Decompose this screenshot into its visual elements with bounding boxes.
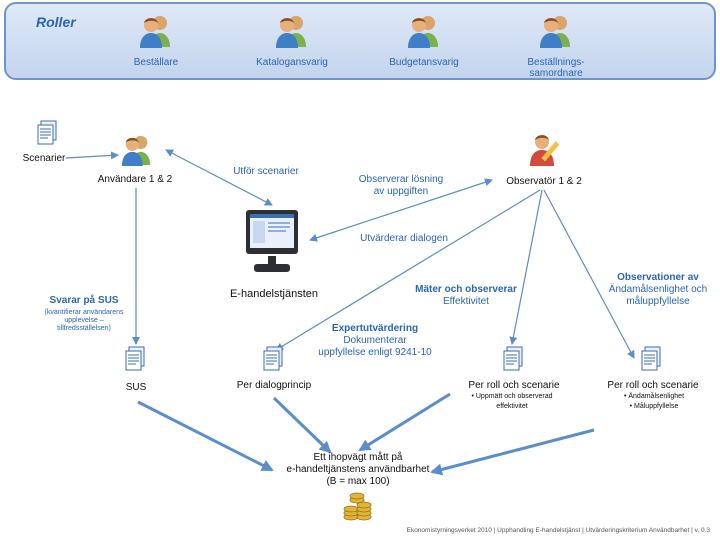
people-icon — [121, 135, 151, 166]
bullet-item: • Ändamålsenlighet — [623, 393, 685, 400]
edge-observerar-line1: Observerar lösning — [358, 174, 444, 185]
anvandare-node — [120, 134, 154, 171]
role-katalogansvarig: Katalogansvarig — [232, 14, 352, 68]
monitor-icon — [246, 210, 298, 272]
people-icon — [276, 16, 306, 48]
per-dialog-label: Per dialogprincip — [236, 380, 312, 391]
arrow-observerar — [309, 178, 493, 242]
result-line2: e-handeltjänstens användbarhet — [286, 464, 430, 475]
arrow-dialog-result — [272, 396, 332, 454]
role-budgetansvarig: Budgetansvarig — [364, 14, 484, 68]
role-label: Beställare — [133, 57, 179, 68]
result-line3: (B = max 100) — [326, 476, 390, 487]
mater-title: Mäter och observerar — [415, 284, 517, 295]
arrow-obs-roll-2 — [543, 189, 635, 359]
mater-sub: Effektivitet — [443, 296, 489, 307]
scenarier-doc — [36, 120, 58, 151]
anvandare-label: Användare 1 & 2 — [97, 174, 173, 185]
result-line1: Ett ihopvägt mått på — [313, 452, 403, 463]
bullet-text: Uppmätt och observerad effektivitet — [475, 393, 553, 410]
role-label: Budgetansvarig — [389, 57, 459, 68]
result-label: Ett ihopvägt mått på e-handeltjänstens a… — [256, 452, 460, 488]
arrow-roll2-result — [430, 428, 595, 476]
document-icon — [641, 346, 661, 371]
arrow-roll1-result — [358, 392, 451, 452]
role-label: Beställnings- samordnare — [527, 57, 585, 79]
arrow-scenarier-anvandare — [65, 151, 119, 160]
edge-mater: Mäter och observerar Effektivitet — [404, 284, 528, 308]
footer-text: Ekonomistyrningsverket 2010 | Upphandlin… — [406, 527, 710, 534]
edge-utfor-scenarier: Utför scenarier — [233, 166, 299, 177]
arrow-obs-per-dialog — [275, 189, 541, 351]
per-roll-1-doc — [502, 346, 524, 377]
arrow-obs-roll-1 — [509, 189, 543, 345]
obs-line2: måluppfyllelse — [626, 296, 690, 307]
edge-expert: Expertutvärdering Dokumenterar uppfyllel… — [302, 323, 448, 359]
document-icon — [503, 346, 523, 371]
people-icon — [140, 16, 170, 48]
bullet-item: • Uppmätt och observerad effektivitet — [471, 393, 553, 410]
ehandel-node — [244, 208, 300, 279]
observator-label: Observatör 1 & 2 — [506, 176, 582, 187]
arrow-utfor-scenarier — [165, 149, 273, 206]
per-roll-2-doc — [640, 346, 662, 377]
obs-line1: Ändamålsenlighet och — [608, 284, 708, 295]
expert-line2: uppfyllelse enligt 9241-10 — [318, 347, 432, 358]
roles-panel — [4, 2, 716, 80]
obs-title: Observationer av — [617, 272, 699, 283]
scenarier-label: Scenarier — [22, 153, 66, 164]
bullet-text: Ändamålsenlighet — [628, 393, 685, 400]
svarar-sus-sub: (kvantifierar användarens upplevelse – t… — [44, 309, 124, 332]
role-bestallare: Beställare — [96, 14, 216, 68]
observer-pen-icon — [530, 135, 560, 166]
people-icon — [408, 16, 438, 48]
coins-icon — [343, 492, 372, 521]
role-bestallningssamordnare: Beställnings- samordnare — [496, 14, 616, 79]
document-icon — [37, 120, 57, 145]
coins-node — [343, 492, 373, 527]
document-icon — [125, 346, 145, 371]
expert-line1: Dokumenterar — [343, 335, 407, 346]
edge-observerar: Observerar lösning av uppgiften — [346, 174, 456, 198]
per-dialog-doc — [262, 346, 284, 377]
sus-label: SUS — [125, 382, 147, 393]
ehandel-label: E-handelstjänsten — [229, 288, 319, 300]
per-roll-2-bullets: • Ändamålsenlighet • Måluppfyllelse — [604, 392, 704, 412]
expert-title: Expertutvärdering — [331, 323, 419, 334]
per-roll-1-bullets: • Uppmätt och observerad effektivitet — [460, 392, 564, 412]
edge-observationer: Observationer av Ändamålsenlighet och må… — [596, 272, 720, 308]
roles-title: Roller — [36, 14, 76, 30]
per-roll-2-label: Per roll och scenarie — [607, 380, 699, 391]
arrow-sus-result — [137, 400, 274, 472]
observator-node — [528, 132, 562, 171]
per-roll-1-label: Per roll och scenarie — [468, 380, 560, 391]
bullet-item: • Måluppfyllelse — [629, 403, 679, 410]
people-icon — [540, 16, 570, 48]
edge-utvarderar: Utvärderar dialogen — [360, 233, 448, 244]
document-icon — [263, 346, 283, 371]
edge-svarar-sus: Svarar på SUS (kvantifierar användarens … — [44, 295, 124, 333]
edge-observerar-line2: av uppgiften — [373, 186, 429, 197]
svarar-sus-title: Svarar på SUS — [49, 295, 119, 306]
role-label: Katalogansvarig — [256, 57, 328, 68]
bullet-text: Måluppfyllelse — [634, 403, 679, 410]
sus-doc — [124, 346, 146, 377]
